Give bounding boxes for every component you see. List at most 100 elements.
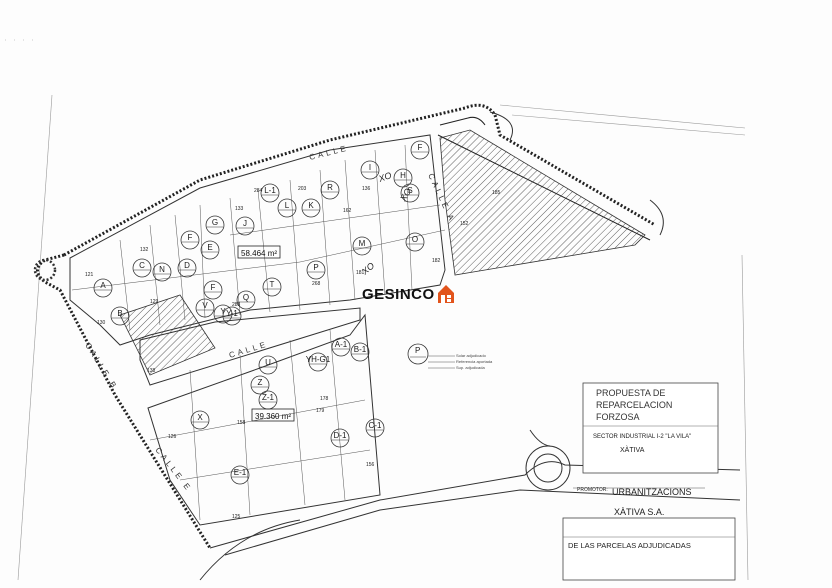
plot-marker: C: [132, 258, 152, 278]
plot-letter: Q: [243, 293, 249, 302]
plot-circle: [360, 160, 380, 180]
house-icon: [437, 284, 455, 304]
plot-marker: A-1: [331, 337, 351, 357]
legend-row: Sup. adjudicada: [456, 365, 485, 370]
plot-number: 130: [97, 320, 106, 326]
plot-circle: [365, 418, 385, 438]
plot-letter: H: [400, 171, 406, 180]
plot-letter: S: [407, 186, 412, 195]
plot-marker: F: [410, 140, 430, 160]
plot-number: 288: [232, 302, 241, 308]
plot-letter: F: [188, 233, 193, 242]
plot-circle: [250, 375, 270, 395]
block-outlines: [69, 134, 741, 556]
plot-number: 156: [366, 462, 375, 468]
plot-circle: [400, 183, 420, 203]
plot-letter: L: [285, 201, 290, 210]
plot-marker: O: [405, 232, 425, 252]
plot-marker: D: [177, 258, 197, 278]
legend-letter: P: [415, 346, 420, 355]
plot-number: 152: [460, 221, 469, 227]
plot-letter: C-1: [369, 421, 382, 430]
plot-letter: K: [308, 201, 314, 210]
plot-number: 162: [343, 208, 352, 214]
plot-number: 121: [85, 272, 94, 278]
plot-letter: I: [369, 163, 371, 172]
plot-number: 125: [232, 514, 241, 520]
annotation: XO: [376, 170, 393, 184]
plot-letter: A: [100, 281, 106, 290]
plot-circle: [260, 183, 280, 203]
parcel-divisions: [71, 144, 446, 521]
plot-circle: [93, 278, 113, 298]
promotor-line: XÀTIVA S.A.: [614, 507, 664, 517]
plot-letter: J: [243, 219, 247, 228]
hatched-areas: [119, 129, 646, 376]
subtitle: DE LAS PARCELAS ADJUDICADAS: [568, 541, 691, 550]
plot-circle: [200, 240, 220, 260]
plot-circle: [331, 337, 351, 357]
plot-marker: YH-G1: [306, 352, 331, 372]
plot-marker: P: [306, 260, 326, 280]
plot-letter: Y-1: [226, 309, 238, 318]
street-label: CALLE E: [153, 446, 193, 494]
plot-letter: P: [313, 263, 318, 272]
plot-letter: B-1: [354, 345, 367, 354]
plot-circle: [308, 352, 328, 372]
plot-circle: [306, 260, 326, 280]
plot-circle: [195, 298, 215, 318]
plot-marker: E: [200, 240, 220, 260]
plot-circle: [205, 215, 225, 235]
area-label: 39.360 m²: [255, 412, 291, 421]
plot-letter: F: [418, 143, 423, 152]
plot-marker: J: [235, 216, 255, 236]
plot-circle: [350, 342, 370, 362]
plot-letter: G: [212, 218, 218, 227]
plot-letter: Z-1: [262, 393, 275, 402]
logo-text: GESINCO: [362, 285, 435, 303]
plot-number: 138: [147, 368, 156, 374]
plot-circle: [301, 198, 321, 218]
plot-marker: M: [352, 236, 372, 256]
background-lines: [5, 39, 749, 581]
plot-circle: [203, 280, 223, 300]
plot-number: 203: [298, 186, 307, 192]
plot-marker: K: [301, 198, 321, 218]
plot-marker: Z: [250, 375, 270, 395]
plot-marker: V: [195, 298, 215, 318]
title-block: PROPUESTA DE REPARCELACION FORZOSA SECTO…: [562, 382, 736, 581]
plot-letter: M: [359, 239, 366, 248]
area-label: 58.464 m²: [241, 249, 277, 258]
plot-letter: A-1: [335, 340, 348, 349]
promotor-line: URBANITZACIONS: [612, 487, 692, 497]
plot-circle: [110, 306, 130, 326]
plot-marker: S: [400, 183, 420, 203]
plot-circle: [222, 306, 242, 326]
plot-number: 133: [235, 206, 244, 212]
plot-circle: [180, 230, 200, 250]
plot-marker: B: [110, 306, 130, 326]
plot-letter: YH-G1: [306, 355, 331, 364]
legend-row: Referencia aportada: [456, 359, 493, 364]
plot-letter: O: [412, 235, 418, 244]
plot-circle: [405, 232, 425, 252]
plot-marker: C-1: [365, 418, 385, 438]
plot-number: 178: [320, 396, 329, 402]
plot-marker: I: [360, 160, 380, 180]
roundabouts: [33, 111, 664, 581]
plot-letter: D-1: [334, 431, 347, 440]
plot-letter: D: [184, 261, 190, 270]
plot-marker: U: [258, 355, 278, 375]
plot-number: 158: [237, 420, 246, 426]
plot-marker: F: [203, 280, 223, 300]
street-label: CALLE B: [83, 341, 119, 391]
plot-circle: [132, 258, 152, 278]
plot-circle: [213, 304, 233, 324]
plot-number: 179: [316, 408, 325, 414]
street-label: CALLE: [308, 143, 349, 161]
plot-letter: R: [327, 183, 333, 192]
plot-letter: C: [139, 261, 145, 270]
